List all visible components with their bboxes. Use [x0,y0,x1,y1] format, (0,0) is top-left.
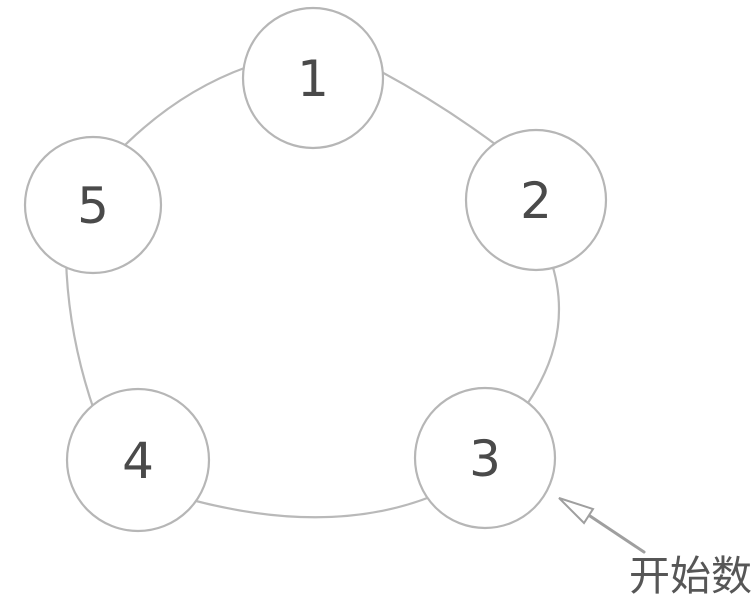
node-2: 2 [464,128,608,272]
node-4: 4 [65,387,211,533]
node-1-label: 1 [297,50,329,108]
node-4-circle [65,387,211,533]
ring-arc-4-5 [64,256,97,415]
arrow-head-icon [558,497,595,525]
node-2-circle [464,128,608,272]
node-5-label: 5 [77,177,109,235]
node-1-circle [241,6,385,150]
node-1: 1 [241,6,385,150]
start-label: 开始数 [629,552,751,600]
start-annotation: 开始数 [558,497,751,600]
node-5: 5 [23,135,163,275]
ring-arc-2-3 [521,256,561,412]
arrow-shaft [588,514,646,554]
node-2-label: 2 [520,172,552,230]
node-3: 3 [413,386,557,530]
ring-arc-3-4 [190,495,432,519]
node-5-circle [23,135,163,275]
node-3-circle [413,386,557,530]
ring-arc-1-2 [374,67,505,152]
node-3-label: 3 [469,430,501,488]
ring-arc-5-1 [122,65,249,148]
node-4-label: 4 [122,432,154,490]
